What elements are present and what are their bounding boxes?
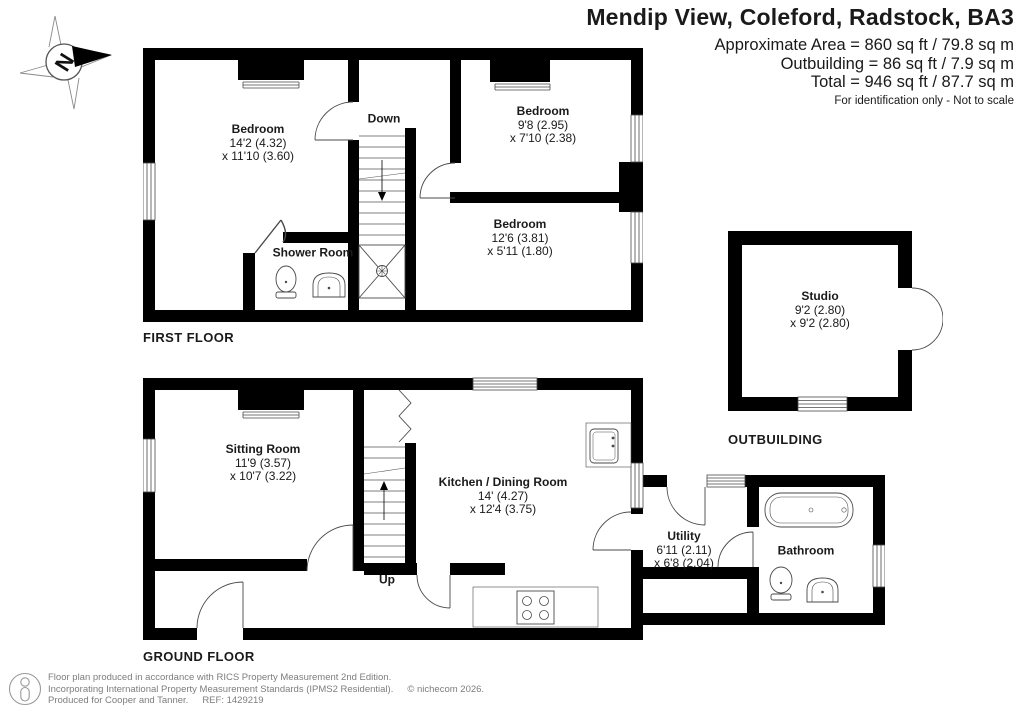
room-label-shower-room: Shower Room (272, 245, 354, 260)
room-label-bedroom2: Bedroom 9'8 (2.95) x 7'10 (2.38) (509, 103, 577, 145)
ground-floor-doors (196, 389, 754, 629)
footer-line3: Produced for Cooper and Tanner.REF: 1429… (48, 695, 264, 706)
toilet-icon-bathroom (769, 566, 793, 601)
first-floor-plan (143, 48, 643, 322)
kitchen-sink-icon (585, 422, 632, 468)
basin-icon (312, 272, 346, 298)
footer-line1: Floor plan produced in accordance with R… (48, 672, 392, 683)
room-label-sitting-room: Sitting Room 11'9 (3.57) x 10'7 (3.22) (225, 441, 301, 483)
footer-line2: Incorporating International Property Mea… (48, 683, 485, 695)
outbuilding-title: OUTBUILDING (728, 432, 823, 447)
page-title: Mendip View, Coleford, Radstock, BA3 (586, 4, 1014, 30)
person-logo-icon (8, 672, 42, 706)
staircase-up (363, 446, 406, 558)
bath-icon (764, 492, 854, 528)
room-label-studio: Studio 9'2 (2.80) x 9'2 (2.80) (790, 288, 850, 330)
area-summary: Approximate Area = 860 sq ft / 79.8 sq m… (715, 36, 1014, 92)
toilet-icon (275, 265, 297, 299)
copyright-text: © nichecom 2026. (407, 683, 485, 695)
outbuilding-walls (728, 231, 912, 411)
ground-floor-plan (143, 377, 885, 640)
room-label-bedroom3: Bedroom 12'6 (3.81) x 5'11 (1.80) (487, 216, 553, 258)
disclaimer-text: For identification only - Not to scale (834, 95, 1014, 107)
double-door (911, 287, 943, 351)
area-line-total: Total = 946 sq ft / 87.7 sq m (810, 73, 1014, 91)
shower-tray-icon (358, 244, 406, 299)
room-label-bathroom: Bathroom (777, 543, 835, 558)
compass-north-arrow (72, 46, 112, 67)
ground-floor-title: GROUND FLOOR (143, 649, 255, 664)
basin-icon-bathroom (806, 577, 839, 603)
bifold-door (398, 389, 412, 443)
ground-floor-windows (143, 377, 885, 588)
stairs-up-label: Up (379, 572, 395, 587)
first-floor-doors (254, 101, 456, 254)
first-floor-windows (143, 81, 643, 264)
first-floor-walls (143, 48, 643, 322)
stair-arrow-down (378, 192, 386, 201)
area-line-total-house: Approximate Area = 860 sq ft / 79.8 sq m (714, 36, 1014, 54)
first-floor-title: FIRST FLOOR (143, 330, 235, 345)
stairs-down-label: Down (367, 111, 401, 126)
compass-icon: N (19, 15, 112, 110)
room-label-kitchen: Kitchen / Dining Room 14' (4.27) x 12'4 … (438, 474, 568, 516)
outbuilding-plan (728, 231, 943, 412)
room-label-bedroom1: Bedroom 14'2 (4.32) x 11'10 (3.60) (221, 121, 295, 163)
room-label-utility: Utility 6'11 (2.11) x 6'8 (2.04) (654, 528, 714, 570)
area-line-outbuilding: Outbuilding = 86 sq ft / 7.9 sq m (780, 54, 1014, 73)
reference-number: REF: 1429219 (202, 695, 264, 706)
stair-arrow-up (380, 481, 388, 490)
outbuilding-window (797, 396, 848, 412)
staircase-down (358, 135, 406, 236)
footer-text: Floor plan produced in accordance with R… (48, 672, 484, 707)
hob-icon (472, 586, 599, 628)
